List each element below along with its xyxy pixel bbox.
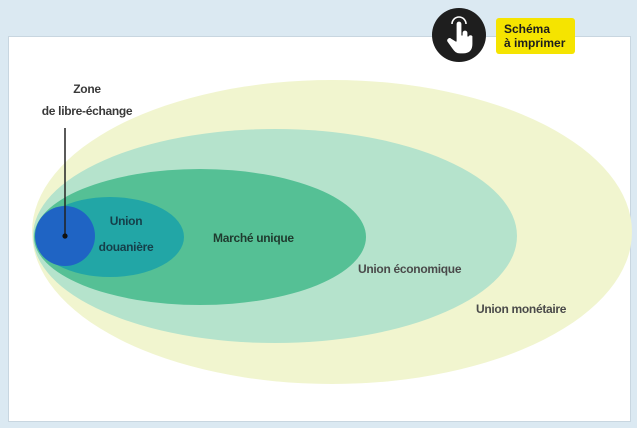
- label-zone-libre-echange: Zone de libre-échange: [22, 78, 152, 122]
- label-zone-line2: de libre-échange: [41, 104, 133, 118]
- print-label-line2: à imprimer: [504, 36, 566, 50]
- pointer-dot: [62, 233, 68, 239]
- print-schema-button[interactable]: Schéma à imprimer: [432, 8, 614, 62]
- label-zone-line1: Zone: [73, 82, 101, 96]
- hand-pointer-icon: [446, 16, 474, 55]
- print-button-label[interactable]: Schéma à imprimer: [496, 18, 576, 54]
- label-union-douaniere: Union douanière: [86, 208, 166, 260]
- print-button-circle[interactable]: [432, 8, 486, 62]
- label-union-monetaire: Union monétaire: [476, 302, 567, 316]
- label-union-douaniere-line1: Union: [109, 214, 143, 228]
- label-union-douaniere-line2: douanière: [98, 240, 154, 254]
- print-label-line1: Schéma: [504, 22, 551, 36]
- label-union-economique: Union économique: [358, 262, 462, 276]
- label-marche-unique: Marché unique: [213, 231, 294, 245]
